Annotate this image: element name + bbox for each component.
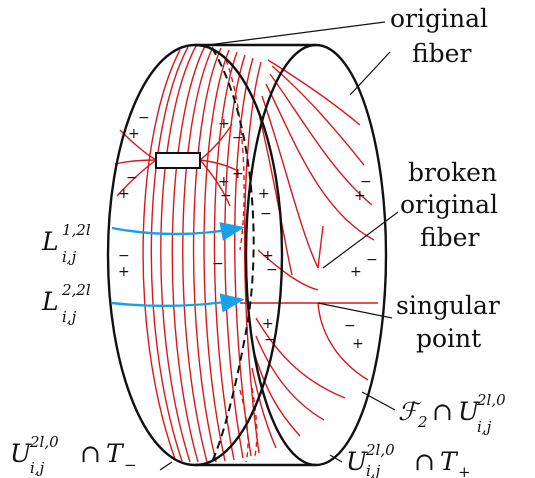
fiber-slot-left-3 [116,159,157,197]
arrow-L1 [111,222,245,241]
fiber-front-9 [253,351,301,437]
slot-rectangle [155,152,201,169]
pointer-broken [322,211,399,269]
label-F2-cap: ∩ [432,397,453,426]
fiber-slot-left-2 [114,159,157,165]
label-Tplus-U: U [346,447,368,476]
sign-plus: + [350,264,362,280]
label-F2-sub: 2 [417,413,428,431]
fiber-front-broken [317,225,324,269]
fiber-back-2 [182,46,214,463]
fiber-back-4 [203,49,230,462]
label-singular-2: point [416,324,481,353]
sign-minus: − [344,318,356,334]
label-Tplus-Tsub: + [458,463,471,478]
fiber-front-11 [257,249,319,291]
label-original-fiber-2: fiber [412,39,471,68]
label-F2-sup: 2l,0 [476,391,506,409]
fiber-back-1 [171,45,206,463]
sign-minus: − [126,170,138,186]
sign-plus: + [258,186,270,202]
fiber-back-3 [192,47,222,463]
label-L2-sup: 2,2l [61,281,91,299]
sign-minus: − [212,256,224,272]
arrow-L2 [111,293,245,313]
sign-plus: + [262,248,274,264]
label-L1: L [41,227,59,256]
sign-plus: + [118,264,130,280]
sign-minus: − [360,174,372,190]
label-broken-1: broken [408,158,497,187]
hidden-back-rim [211,47,255,463]
label-original-fiber-1: original [390,4,488,33]
label-L2: L [41,287,59,316]
label-Tplus-sub: i,j [366,462,381,478]
fiber-front-10 [251,367,277,449]
pointer-original-2 [349,51,391,96]
sign-minus: − [220,188,232,204]
label-Tminus-Tsub: − [124,456,137,474]
pointer-lines [159,21,399,471]
sign-plus: + [128,126,140,142]
fiber-back-10 [150,46,189,462]
pointer-original-1 [199,21,386,47]
fiber-slot-right-2 [199,159,237,171]
blue-arrows [111,222,245,313]
sign-minus: − [232,130,244,146]
sign-minus: − [118,248,130,264]
fiber-slot-right-3 [199,159,231,207]
fiber-front-6 [257,109,293,276]
band-outline [106,43,388,467]
label-F2-subij: i,j [477,418,492,436]
sign-minus: − [264,332,276,348]
label-L1-sup: 1,2l [62,221,91,239]
sign-minus: − [260,206,272,222]
label-singular-1: singular [396,291,500,320]
fiber-front-8 [255,335,325,421]
fiber-hidden-3 [251,387,258,461]
fiber-front-singular-v [317,302,369,381]
sign-plus: + [232,166,244,182]
sign-plus: + [218,116,230,132]
label-Tminus-T: T [106,439,125,468]
sign-marks: − + + − − + + − + − − + − + − + − − + + … [118,110,378,352]
pointer-F2 [361,391,396,411]
label-Tminus-sub: i,j [30,459,45,477]
text-labels: original fiber broken original fiber sin… [10,4,506,478]
sign-plus: + [352,336,364,352]
fiber-slot-right-1 [199,123,233,161]
fiber-hidden-2 [239,389,249,463]
pointer-singular [317,302,393,319]
label-Tplus-cap: ∩ [414,447,435,476]
pointer-Tplus [329,454,343,463]
label-L1-sub: i,j [62,248,77,266]
fiber-front-4 [265,83,375,241]
label-Tminus-U: U [10,439,32,468]
label-Tplus-T: T [440,447,459,476]
fiber-front-2 [271,65,365,166]
sign-plus: + [262,316,274,332]
label-Tminus-sup: 2l,0 [29,433,59,451]
sign-plus: + [354,188,366,204]
fiber-back-9 [160,45,197,463]
fiber-slot-left-1 [119,129,157,161]
pointer-Tminus [159,461,173,471]
fiber-front-5 [261,95,319,269]
sign-minus: − [266,262,278,278]
fiber-curves [114,45,378,463]
label-broken-2: original [400,190,498,219]
sign-minus: − [138,110,150,126]
label-broken-3: fiber [420,223,479,252]
fiber-front-1 [267,59,361,126]
fiber-front-7 [255,317,346,399]
label-L2-sub: i,j [62,308,77,326]
label-F2-U: U [458,397,480,426]
fiber-front-3 [269,73,373,206]
label-Tplus-sup: 2l,0 [365,441,395,459]
sign-plus: + [218,174,230,190]
label-Tminus-cap: ∩ [80,439,101,468]
sign-minus: − [366,252,378,268]
sign-plus: + [118,186,130,202]
